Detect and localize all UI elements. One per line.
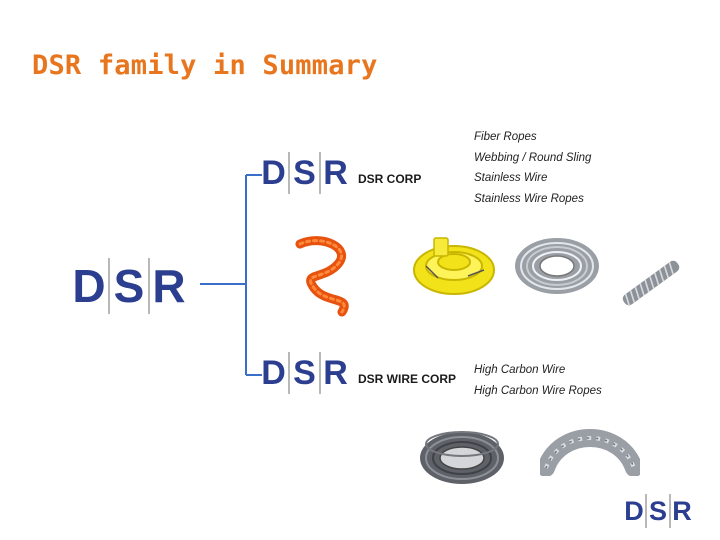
round-sling-photo — [413, 237, 495, 295]
dsr-corner-logo: D S R — [624, 493, 692, 529]
stainless-wire-rope-photo — [622, 260, 680, 307]
dsr-parent-logo: D S R — [72, 258, 186, 314]
high-carbon-wire-rope-photo — [540, 429, 640, 476]
dsr-wire-corp-logo: D S R — [261, 350, 348, 396]
dsr-corp-product-list: Fiber Ropes Webbing / Round Sling Stainl… — [474, 127, 591, 209]
slide-title: DSR family in Summary — [32, 50, 378, 81]
stainless-wire-coil-photo — [515, 238, 599, 294]
fiber-rope-photo — [295, 236, 349, 317]
list-item: Stainless Wire — [474, 172, 548, 184]
high-carbon-wire-coil-photo — [420, 431, 504, 484]
dsr-wire-corp-label: DSR WIRE CORP — [358, 372, 457, 386]
dsr-wire-product-list: High Carbon Wire High Carbon Wire Ropes — [474, 360, 602, 401]
dsr-corp-logo: D S R — [261, 150, 348, 196]
dsr-corp-label: DSR CORP — [358, 172, 422, 186]
list-item: Fiber Ropes — [474, 131, 537, 143]
list-item: Webbing / Round Sling — [474, 151, 592, 164]
list-item: Stainless Wire Ropes — [474, 192, 584, 205]
list-item: High Carbon Wire — [474, 364, 566, 376]
list-item: High Carbon Wire Ropes — [474, 384, 602, 397]
